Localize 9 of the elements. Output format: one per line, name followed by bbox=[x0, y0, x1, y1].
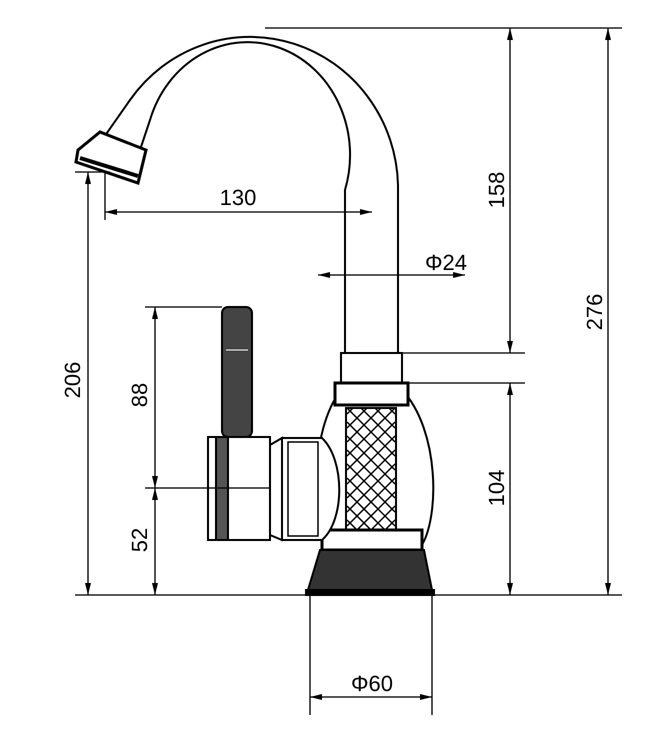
dimension-value: 52 bbox=[129, 528, 151, 552]
dimension-value: 104 bbox=[486, 470, 508, 506]
dimension-value: Φ24 bbox=[424, 252, 468, 274]
dimension-value: 130 bbox=[220, 187, 256, 209]
dimension-value: 206 bbox=[62, 362, 84, 398]
dimension-value: 276 bbox=[584, 294, 606, 330]
dimension-value: Φ60 bbox=[350, 673, 394, 695]
dimension-value: 88 bbox=[129, 382, 151, 408]
dimension-value: 158 bbox=[486, 172, 508, 208]
